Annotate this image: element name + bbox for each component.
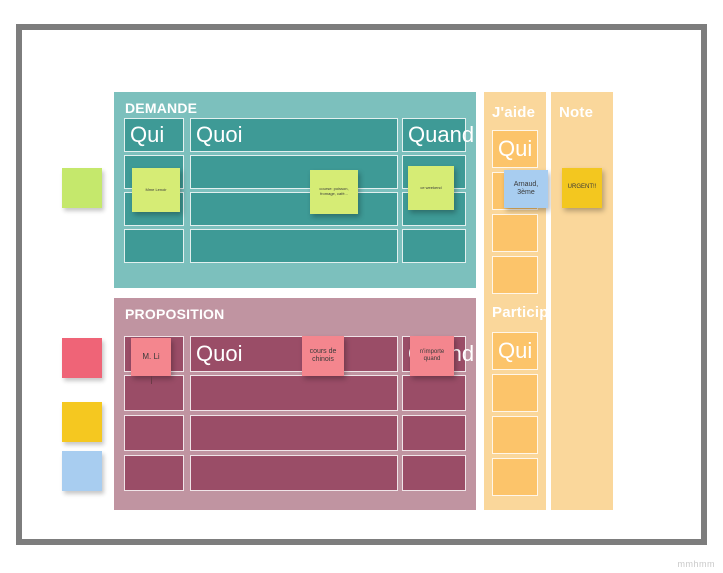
cell-demande-quoi-r1[interactable] — [190, 155, 398, 189]
column-header-proposition-quoi[interactable]: Quoi — [190, 336, 398, 372]
cell-demande-quoi-r3[interactable] — [190, 229, 398, 263]
column-header-demande-quoi[interactable]: Quoi — [190, 118, 398, 152]
palette-note-pink[interactable] — [62, 338, 102, 378]
note-urgent[interactable]: URGENT!! — [562, 168, 602, 208]
board-title-demande: DEMANDE — [125, 100, 198, 116]
note-proposition-quoi[interactable]: cours de chinois — [302, 336, 344, 376]
side-cell-participe-section-0[interactable] — [492, 374, 538, 412]
note-pointer-line — [151, 376, 152, 384]
side-cell-participe-section-2[interactable] — [492, 458, 538, 496]
side-cell-participe-section-1[interactable] — [492, 416, 538, 454]
cell-proposition-quoi-r2[interactable] — [190, 415, 398, 451]
cell-proposition-qui-r1[interactable] — [124, 375, 184, 411]
note-proposition-quand[interactable]: n'importe quand — [410, 336, 454, 376]
side-title-note-section: Note — [559, 104, 594, 121]
note-demande-quoi[interactable]: course: poisson, fromage, café... — [310, 170, 358, 214]
cell-proposition-quand-r1[interactable] — [402, 375, 466, 411]
side-header-participe-section[interactable]: Qui — [492, 332, 538, 370]
cell-proposition-qui-r2[interactable] — [124, 415, 184, 451]
cell-proposition-quoi-r3[interactable] — [190, 455, 398, 491]
note-demande-quand[interactable]: ce weekend — [408, 166, 454, 210]
side-title-participe-section: Participe — [492, 304, 558, 321]
board-title-proposition: PROPOSITION — [125, 306, 225, 322]
column-header-demande-quand[interactable]: Quand — [402, 118, 474, 152]
side-title-jaide-section: J'aide — [492, 104, 536, 121]
note-jaide-arnaud[interactable]: Arnaud, 3ème — [504, 170, 548, 208]
cell-demande-qui-r3[interactable] — [124, 229, 184, 263]
watermark: mmhmm — [677, 559, 715, 569]
side-cell-jaide-section-1[interactable] — [492, 214, 538, 252]
cell-proposition-quand-r2[interactable] — [402, 415, 466, 451]
cell-proposition-qui-r3[interactable] — [124, 455, 184, 491]
cell-proposition-quoi-r1[interactable] — [190, 375, 398, 411]
palette-note-blue[interactable] — [62, 451, 102, 491]
cell-demande-quand-r3[interactable] — [402, 229, 466, 263]
note-demande-qui[interactable]: Mme Lenoir — [132, 168, 180, 212]
side-header-jaide-section[interactable]: Qui — [492, 130, 538, 168]
palette-note-yellow[interactable] — [62, 402, 102, 442]
column-header-demande-qui[interactable]: Qui — [124, 118, 184, 152]
palette-note-green[interactable] — [62, 168, 102, 208]
cell-proposition-quand-r3[interactable] — [402, 455, 466, 491]
note-proposition-qui[interactable]: M. Li — [131, 338, 171, 376]
side-cell-jaide-section-2[interactable] — [492, 256, 538, 294]
cell-demande-quoi-r2[interactable] — [190, 192, 398, 226]
